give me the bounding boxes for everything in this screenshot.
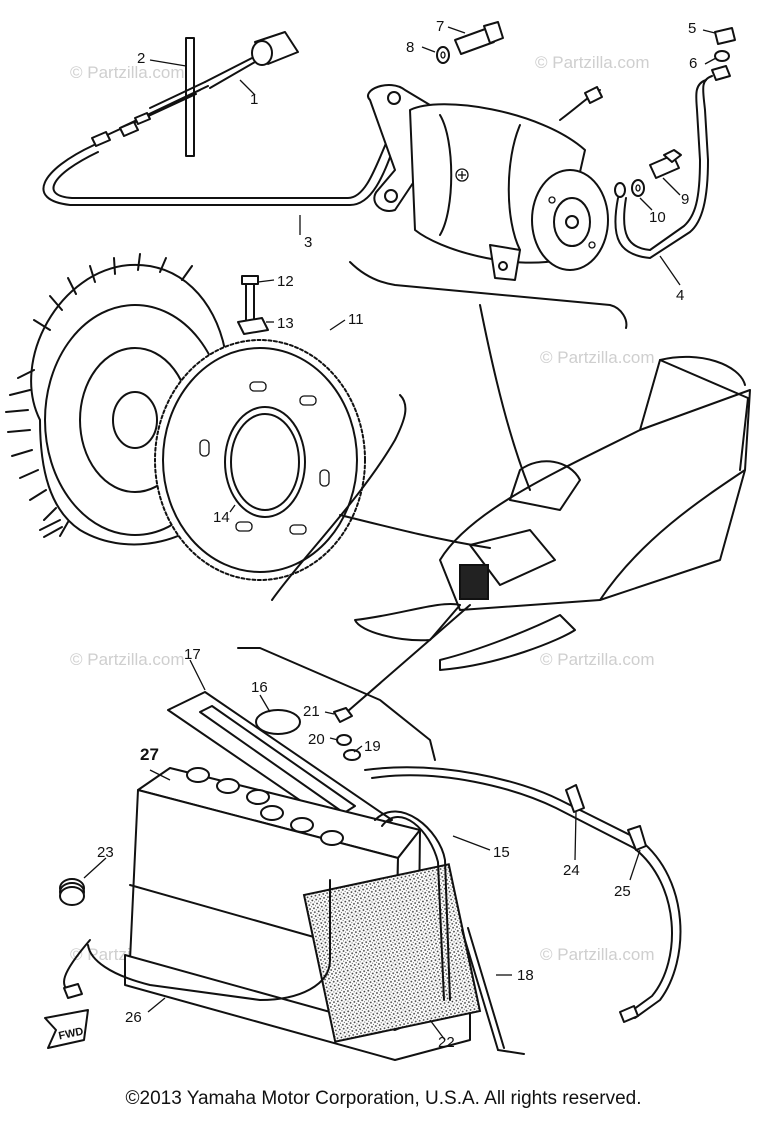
- flywheel-ring-gear: [5, 253, 407, 601]
- watermark-text: © Partzilla.com: [535, 53, 650, 72]
- callout-11: 11: [348, 311, 364, 328]
- callout-24: 24: [563, 862, 580, 879]
- callout-18: 18: [517, 967, 534, 984]
- fwd-arrow-label: FWD: [58, 1026, 85, 1043]
- callout-20: 20: [308, 731, 325, 748]
- callout-layer: 1 2 3 4 5 6 7 8 9 10 11 12 13 14 15 16 1…: [97, 18, 697, 1051]
- callout-12: 12: [277, 273, 294, 290]
- callout-22: 22: [438, 1034, 455, 1051]
- callout-7: 7: [436, 18, 444, 35]
- callout-2: 2: [137, 50, 145, 67]
- callout-1: 1: [250, 91, 258, 108]
- watermark-text: © Partzilla.com: [540, 945, 655, 964]
- snowmobile-sketch: [339, 304, 751, 719]
- callout-27: 27: [140, 745, 159, 764]
- starter-motor: [349, 21, 736, 329]
- battery-assembly: FWD: [44, 647, 682, 1061]
- callout-15: 15: [493, 844, 510, 861]
- callout-4: 4: [676, 287, 684, 304]
- watermark-text: © Partzilla.com: [540, 650, 655, 669]
- starter-switch-harness: [42, 31, 406, 235]
- callout-3: 3: [304, 234, 312, 251]
- callout-21: 21: [303, 703, 320, 720]
- callout-26: 26: [125, 1009, 142, 1026]
- callout-23: 23: [97, 844, 114, 861]
- copyright-notice: ©2013 Yamaha Motor Corporation, U.S.A. A…: [125, 1088, 642, 1109]
- callout-9: 9: [681, 191, 689, 208]
- callout-16: 16: [251, 679, 268, 696]
- callout-19: 19: [364, 738, 381, 755]
- watermark-text: © Partzilla.com: [70, 650, 185, 669]
- watermark-text: © Partzilla.com: [70, 63, 185, 82]
- callout-14: 14: [213, 509, 230, 526]
- callout-6: 6: [689, 55, 697, 72]
- callout-8: 8: [406, 39, 414, 56]
- callout-25: 25: [614, 883, 631, 900]
- callout-10: 10: [649, 209, 666, 226]
- callout-5: 5: [688, 20, 696, 37]
- callout-13: 13: [277, 315, 294, 332]
- callout-17: 17: [184, 646, 201, 663]
- watermark-text: © Partzilla.com: [540, 348, 655, 367]
